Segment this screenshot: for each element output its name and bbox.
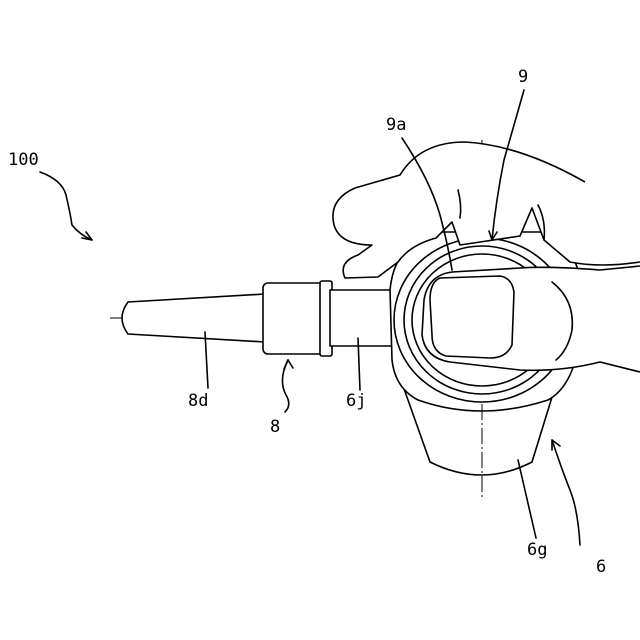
leader-6g	[518, 460, 536, 538]
label-9a: 9a	[386, 115, 406, 135]
label-100: 100	[8, 150, 39, 170]
arrow-8	[284, 360, 293, 369]
port-6j	[330, 290, 392, 346]
leader-8	[282, 360, 288, 412]
nozzle-tip-8d	[122, 294, 265, 342]
leader-100	[40, 172, 92, 240]
label-8d: 8d	[188, 391, 208, 411]
label-6j: 6j	[346, 391, 366, 411]
thumbnail	[430, 276, 514, 358]
leader-6	[552, 440, 580, 545]
label-8: 8	[270, 417, 280, 437]
label-6: 6	[596, 557, 606, 577]
leader-8d	[205, 332, 208, 388]
nozzle-collar-8	[263, 283, 325, 354]
label-9: 9	[518, 67, 528, 87]
label-6g: 6g	[527, 540, 547, 560]
